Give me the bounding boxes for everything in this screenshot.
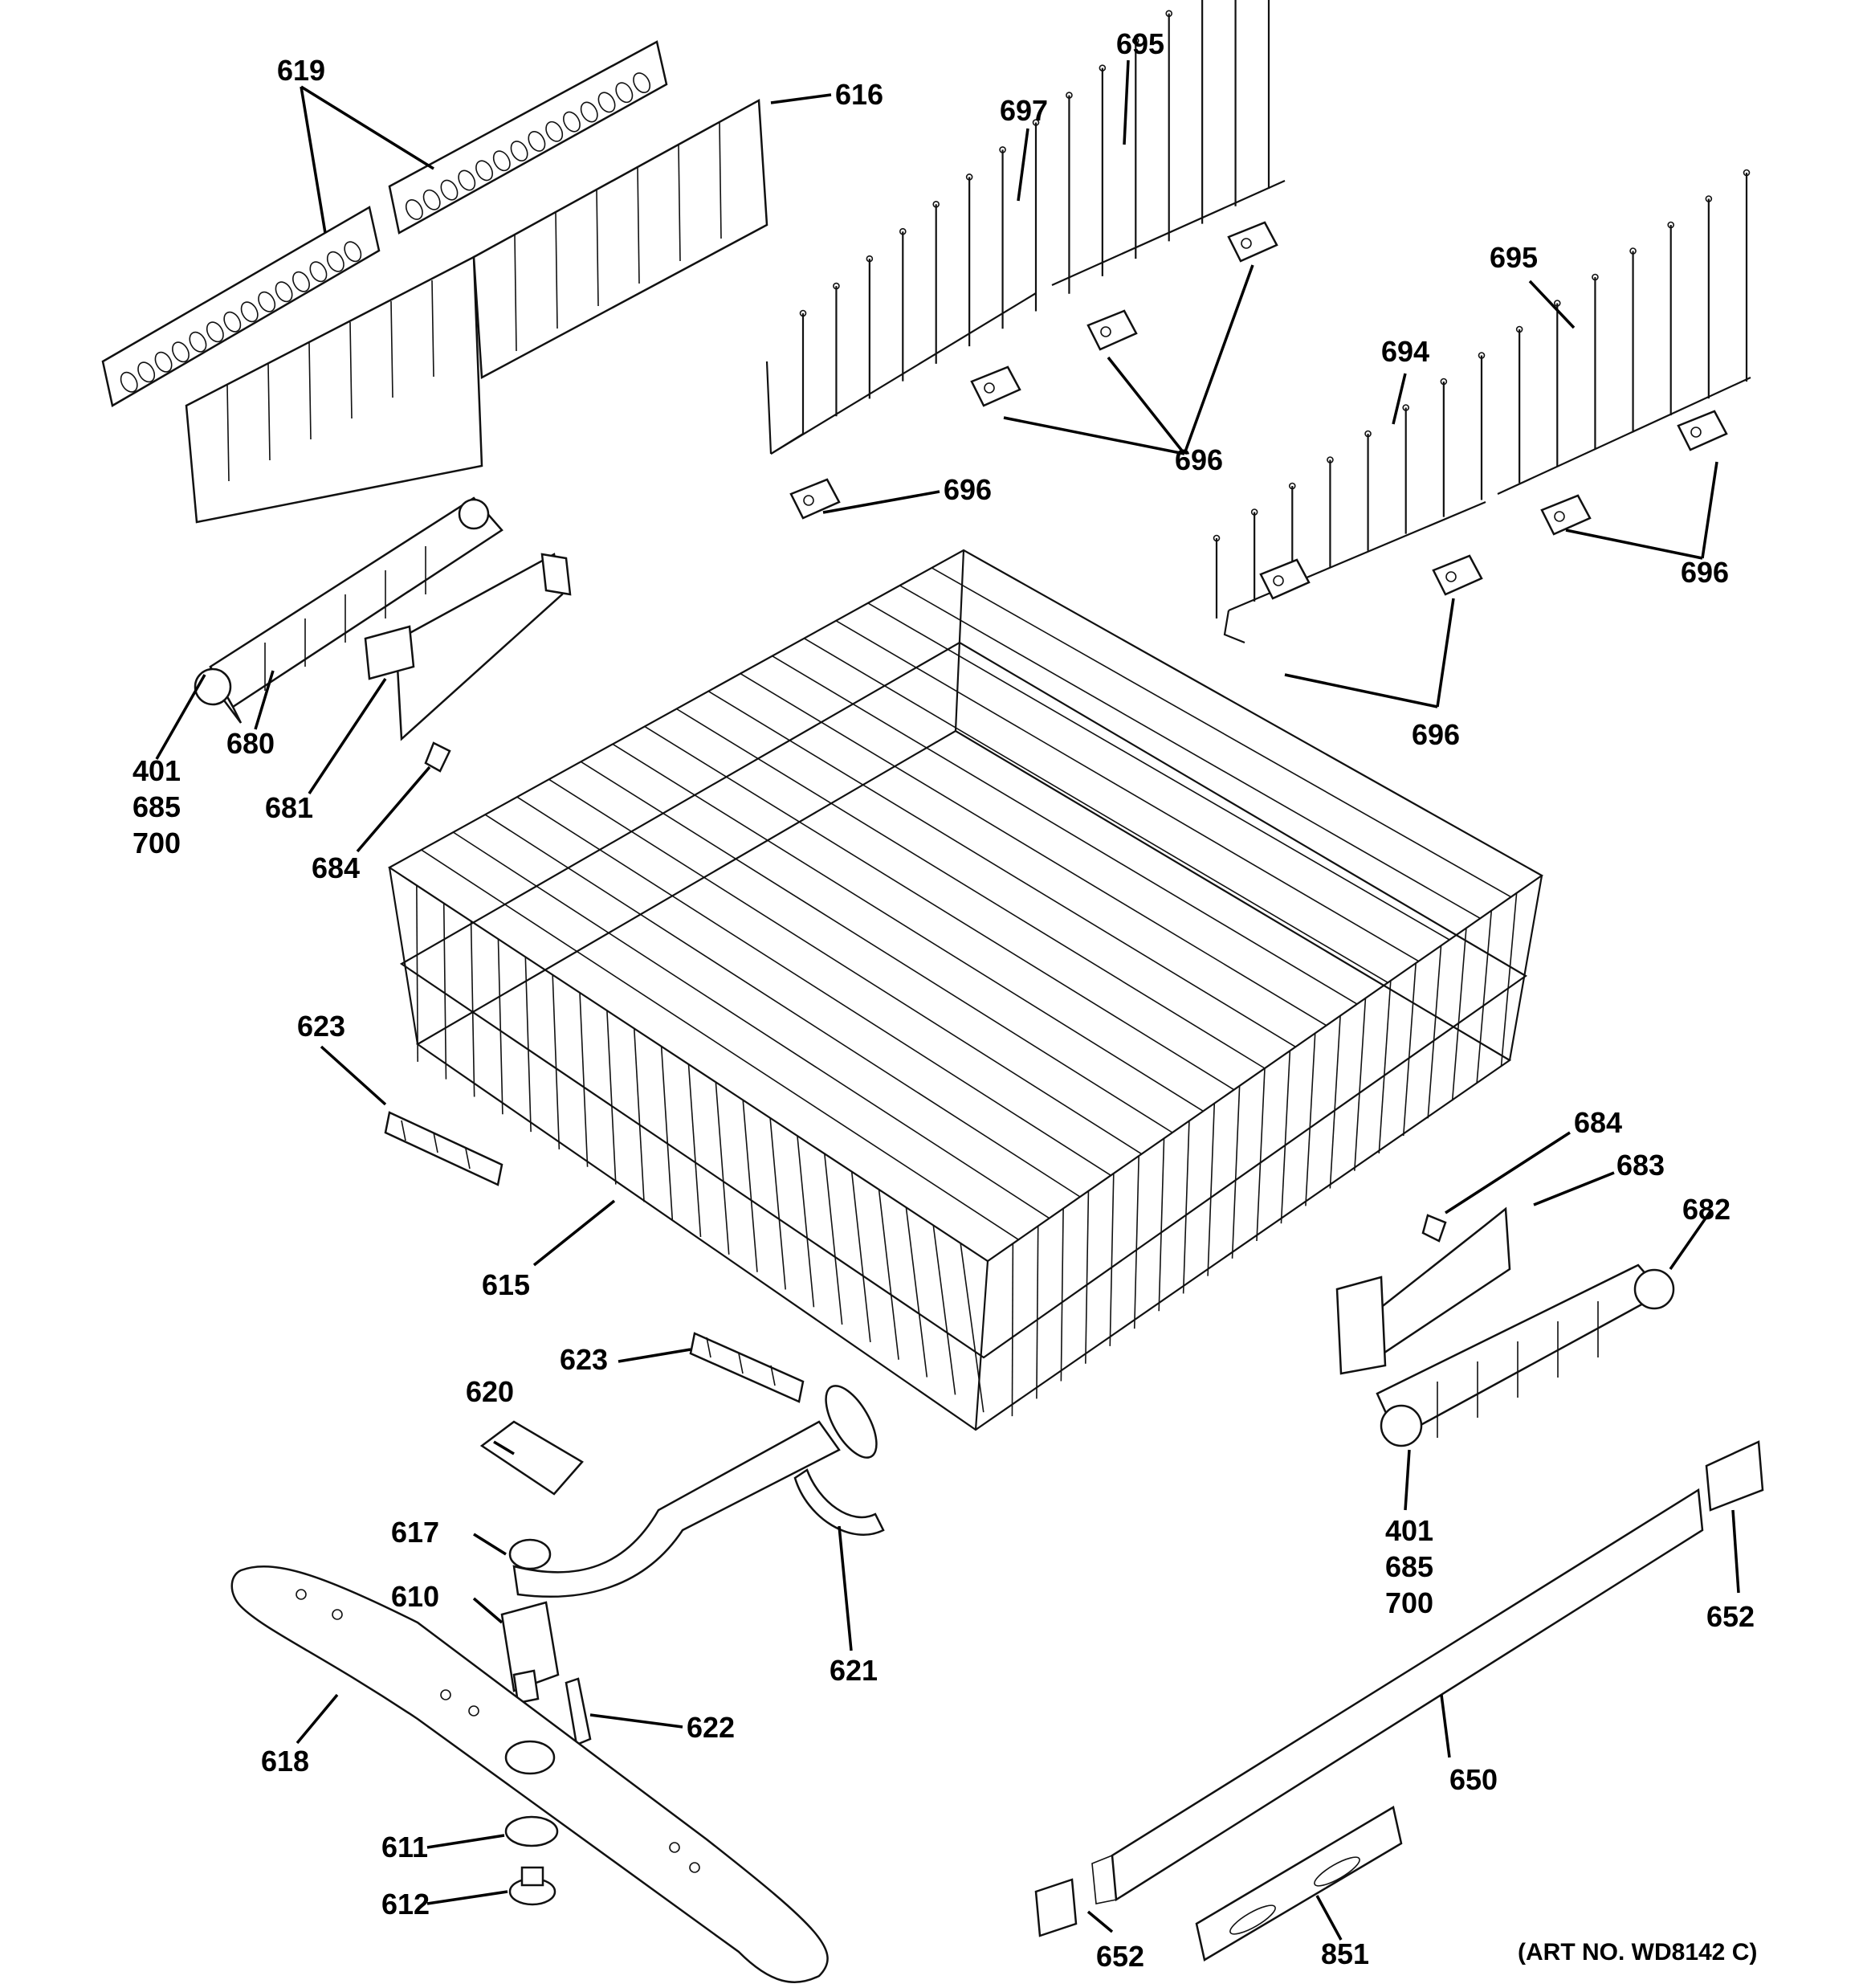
part-621-clamp bbox=[793, 1468, 885, 1536]
callout-619: 619 bbox=[277, 54, 325, 87]
callout-650: 650 bbox=[1449, 1763, 1498, 1796]
callout-684-right: 684 bbox=[1574, 1106, 1622, 1139]
part-650-slide-rail bbox=[1091, 1488, 1704, 1904]
callout-623-left: 623 bbox=[297, 1010, 345, 1043]
part-682-roller-bracket-right bbox=[1376, 1263, 1675, 1447]
callout-696-upper-left: 696 bbox=[944, 473, 992, 506]
callout-611: 611 bbox=[381, 1831, 428, 1863]
callout-696-upper-right: 696 bbox=[1175, 443, 1223, 476]
callout-700-left: 700 bbox=[132, 827, 181, 859]
callout-683: 683 bbox=[1616, 1149, 1665, 1182]
callout-652-left: 652 bbox=[1096, 1940, 1144, 1973]
callout-401-right: 401 bbox=[1385, 1514, 1433, 1547]
callout-700-right: 700 bbox=[1385, 1586, 1433, 1619]
callout-695-lower: 695 bbox=[1490, 241, 1538, 274]
callout-696-lower-left: 696 bbox=[1412, 718, 1460, 751]
callout-620: 620 bbox=[466, 1375, 514, 1408]
part-616-shelf-frame bbox=[185, 98, 768, 524]
part-611-washer bbox=[504, 1815, 559, 1847]
part-683-rail-clip-right bbox=[1335, 1206, 1511, 1375]
callout-615: 615 bbox=[482, 1268, 530, 1301]
callout-617: 617 bbox=[391, 1516, 439, 1549]
part-681-rail-clip-left bbox=[364, 553, 572, 741]
callout-610: 610 bbox=[391, 1580, 439, 1613]
callout-623-center: 623 bbox=[560, 1343, 608, 1376]
part-612-nut bbox=[508, 1866, 556, 1906]
callout-697: 697 bbox=[1000, 94, 1048, 127]
callout-labels: 619 616 695 697 695 694 696 696 696 696 … bbox=[132, 27, 1757, 1973]
callout-684-left: 684 bbox=[312, 851, 360, 884]
callout-680: 680 bbox=[226, 727, 275, 760]
part-652-stop-right bbox=[1705, 1440, 1764, 1512]
callout-622: 622 bbox=[687, 1711, 735, 1744]
callout-616: 616 bbox=[835, 78, 883, 111]
part-684-screw-right bbox=[1421, 1214, 1447, 1243]
callout-851: 851 bbox=[1321, 1937, 1369, 1970]
callout-685-left: 685 bbox=[132, 790, 181, 823]
callout-621: 621 bbox=[830, 1654, 878, 1687]
part-680-roller-bracket-left bbox=[194, 496, 503, 724]
callout-694: 694 bbox=[1381, 335, 1429, 368]
part-684-screw-left bbox=[424, 741, 451, 773]
part-695-tine-row-lower bbox=[1213, 169, 1751, 644]
part-652-stop-left bbox=[1034, 1878, 1078, 1937]
part-696-clips bbox=[789, 221, 1728, 600]
callout-682: 682 bbox=[1682, 1193, 1731, 1226]
callout-612: 612 bbox=[381, 1888, 430, 1921]
part-620-cap bbox=[479, 1420, 584, 1496]
part-615-upper-rack bbox=[387, 549, 1544, 1431]
part-622-screw bbox=[565, 1677, 592, 1746]
art-number: (ART NO. WD8142 C) bbox=[1518, 1939, 1757, 1966]
part-695-tine-row-upper bbox=[765, 0, 1286, 455]
callout-652-right: 652 bbox=[1706, 1600, 1755, 1633]
callout-681: 681 bbox=[265, 791, 313, 824]
part-623-rack-clip-center bbox=[689, 1332, 805, 1403]
callout-685-right: 685 bbox=[1385, 1550, 1433, 1583]
part-617-supply-tube bbox=[508, 1385, 878, 1598]
callout-695-upper: 695 bbox=[1116, 27, 1164, 60]
part-610-hub bbox=[500, 1601, 560, 1704]
leader-lines bbox=[155, 59, 1740, 1941]
part-623-rack-clip-left bbox=[384, 1111, 503, 1186]
part-619-tine-strip-right bbox=[388, 40, 668, 235]
callout-696-lower-right: 696 bbox=[1681, 556, 1729, 589]
callout-618: 618 bbox=[261, 1745, 309, 1778]
callout-401-left: 401 bbox=[132, 754, 181, 787]
part-618-spray-arm bbox=[230, 1565, 829, 1983]
part-619-tine-strip-left bbox=[101, 206, 381, 407]
part-851-rail-insert bbox=[1195, 1806, 1403, 1961]
